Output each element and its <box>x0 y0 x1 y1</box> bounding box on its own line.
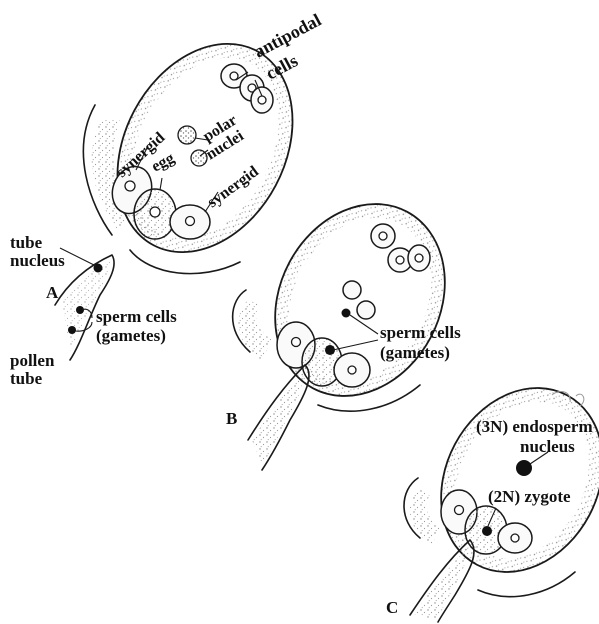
endosperm-nucleus-dot <box>516 460 532 476</box>
label-pollen: pollen <box>10 351 55 370</box>
label-gametes-b: (gametes) <box>380 343 450 362</box>
integument-a-bottom <box>130 250 240 274</box>
integument-c-bottom <box>478 572 575 597</box>
label-endosperm-nucleus: nucleus <box>520 437 575 456</box>
label-endosperm: (3N) endosperm <box>476 417 593 436</box>
label-gametes-a: (gametes) <box>96 326 166 345</box>
sperm-dot-a2 <box>68 326 76 334</box>
label-zygote: (2N) zygote <box>488 487 571 506</box>
panel-c: (3N) endosperm nucleus (2N) zygote C <box>386 360 599 622</box>
integument-b-stipple <box>239 300 272 360</box>
panel-label-c: C <box>386 598 398 617</box>
panel-label-b: B <box>226 409 237 428</box>
integument-c-stipple <box>410 488 440 545</box>
panel-label-a: A <box>46 283 59 302</box>
label-sperm-cells-a: sperm cells <box>96 307 177 326</box>
label-tube: tube <box>10 233 43 252</box>
sperm-dot-b1 <box>342 309 351 318</box>
panel-b: B sperm cells (gametes) <box>226 174 478 470</box>
label-tube-nucleus: nucleus <box>10 251 65 270</box>
label-sperm-cells-b: sperm cells <box>380 323 461 342</box>
pollen-tube-b-stipple <box>252 372 303 464</box>
label-pollen-tube: tube <box>10 369 43 388</box>
pollen-tube-c-stipple <box>414 548 468 620</box>
